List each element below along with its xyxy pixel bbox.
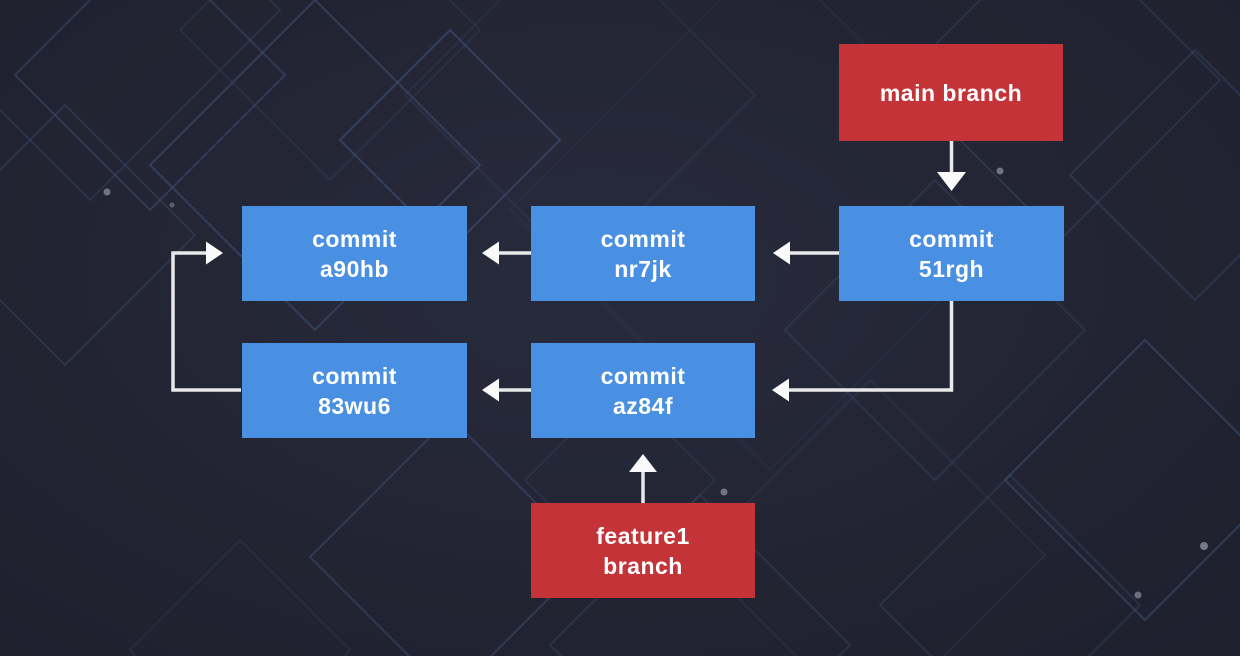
node-commit-nr7jk: commit nr7jk [531,206,755,301]
diamond-outline [0,103,197,367]
diamond-outline [148,0,482,332]
background-dot [169,202,175,208]
node-label-line1: commit [312,225,397,252]
node-commit-51rgh: commit 51rgh [839,206,1064,301]
edge-line [789,301,954,392]
diamond-outline [1068,48,1240,302]
node-label-line2: a90hb [320,255,389,282]
node-commit-az84f: commit az84f [531,343,755,438]
arrowhead-left [773,241,790,265]
node-commit-83wu6: commit 83wu6 [242,343,467,438]
node-label-line2: branch [603,552,683,579]
arrowhead-right [206,241,223,265]
node-label-line2: nr7jk [614,255,672,282]
diamond-outline [693,378,1047,656]
node-label-line2: 51rgh [918,255,985,282]
arrowhead-left [482,378,499,402]
node-label-line2: az84f [612,392,674,419]
diamond-outline [128,538,352,656]
diamond-outline [13,0,287,212]
edge-feature1-to-az84f [629,454,657,503]
diamond-outline [0,0,282,202]
diamond-outline [878,473,1142,656]
node-label-line1: commit [312,362,397,389]
node-feature1-branch: feature1 branch [531,503,755,598]
diamond-outline [178,0,482,182]
background-dot [1134,591,1142,599]
arrowhead-up [629,454,657,472]
arrowhead-left [482,241,499,265]
node-label: main branch [879,79,1023,106]
edge-51rgh-to-az84f [772,301,954,402]
edge-51rgh-to-nr7jk [773,241,839,265]
background-dot [996,167,1004,175]
background-dot [1200,542,1208,550]
node-main-branch: main branch [839,44,1063,141]
background-dots [103,167,1208,599]
arrowhead-down [937,172,966,191]
edge-az84f-to-83wu6 [482,378,531,402]
node-commit-a90hb: commit a90hb [242,206,467,301]
diamond-outline [1003,338,1240,622]
edge-nr7jk-to-a90hb [482,241,531,265]
background-dot [720,488,728,496]
node-label-line1: feature1 [596,522,690,549]
edge-main-to-51rgh [937,141,966,191]
arrowhead-left [772,378,789,402]
background-dot [103,188,111,196]
node-label-line1: commit [909,225,994,252]
node-label-line1: commit [600,225,686,252]
node-label-line2: 83wu6 [318,392,391,419]
edge-line [171,251,241,392]
node-label-line1: commit [600,362,686,389]
edge-83wu6-to-a90hb [171,241,241,392]
